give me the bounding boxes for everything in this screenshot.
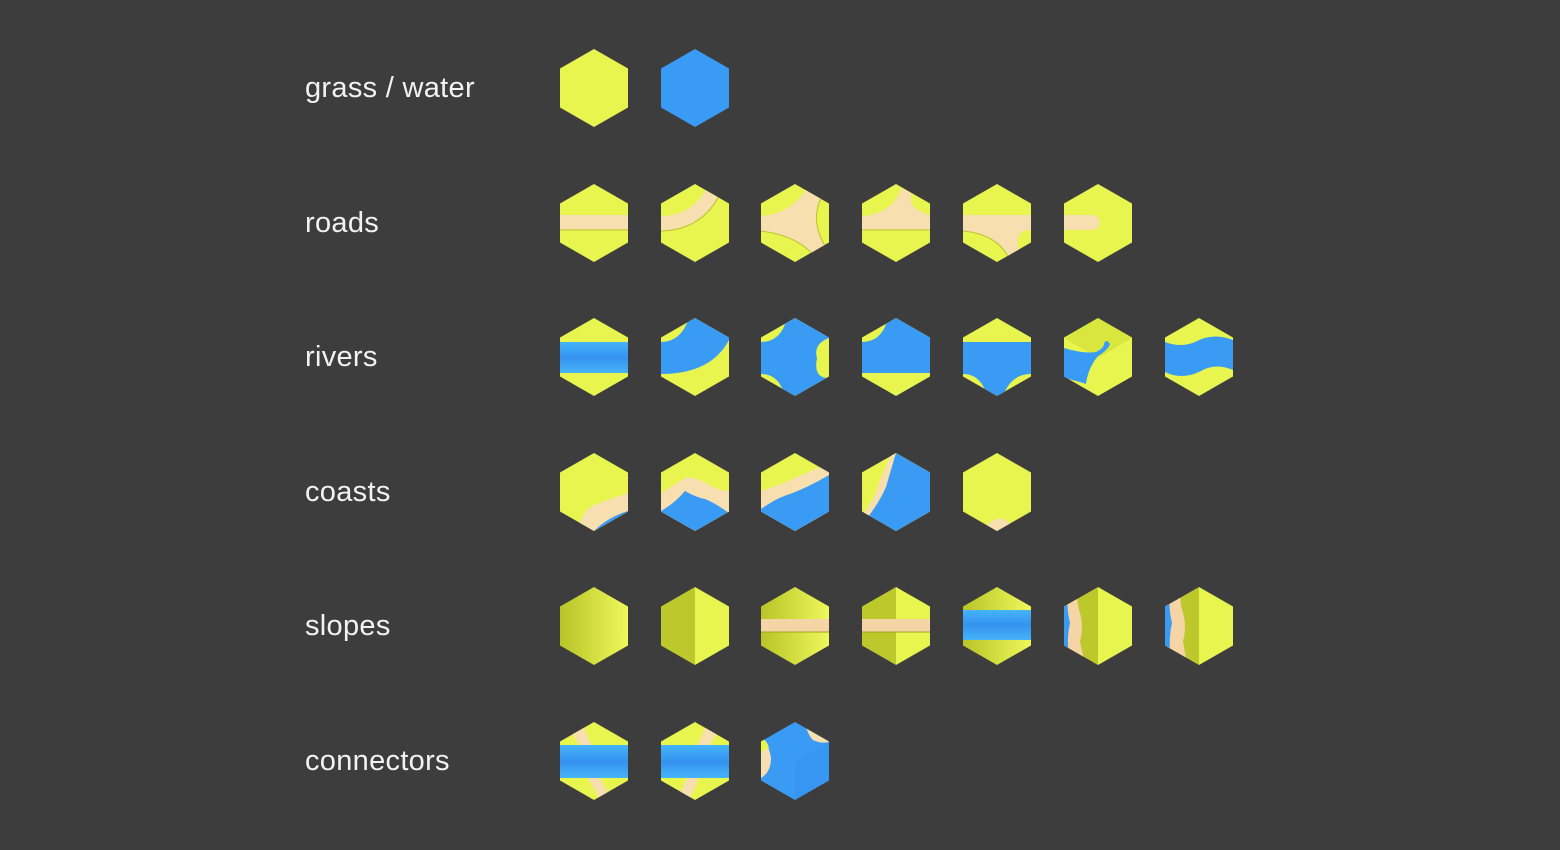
slope-road-tile-icon[interactable] <box>761 587 829 665</box>
slope-coast-b-tile-icon[interactable] <box>1165 587 1233 665</box>
row-label: connectors <box>305 745 450 777</box>
row-label: slopes <box>305 610 391 642</box>
row-label: coasts <box>305 476 391 508</box>
river-end-tile-icon[interactable] <box>1064 318 1132 396</box>
river-junction-a-tile-icon[interactable] <box>862 318 930 396</box>
slope-plain-tile-icon[interactable] <box>560 587 628 665</box>
connector-coast-water-tile-icon[interactable] <box>761 722 829 800</box>
tile-row-connectors: connectors <box>0 722 1560 802</box>
slope-road-split-tile-icon[interactable] <box>862 587 930 665</box>
coast-diagonal-tile-icon[interactable] <box>761 453 829 531</box>
coast-half-tile-icon[interactable] <box>661 453 729 531</box>
row-label: grass / water <box>305 72 475 104</box>
river-three-way-tile-icon[interactable] <box>761 318 829 396</box>
road-straight-tile-icon[interactable] <box>560 184 628 262</box>
river-junction-b-tile-icon[interactable] <box>963 318 1031 396</box>
tile-row-slopes: slopes <box>0 587 1560 667</box>
slope-river-tile-icon[interactable] <box>963 587 1031 665</box>
river-wavy-tile-icon[interactable] <box>1165 318 1233 396</box>
river-curve-tile-icon[interactable] <box>661 318 729 396</box>
row-label: rivers <box>305 341 378 373</box>
tile-row-grass-water: grass / water <box>0 49 1560 129</box>
slope-coast-a-tile-icon[interactable] <box>1064 587 1132 665</box>
coast-corner-tile-icon[interactable] <box>560 453 628 531</box>
connector-river-road-a-tile-icon[interactable] <box>560 722 628 800</box>
slope-split-tile-icon[interactable] <box>661 587 729 665</box>
coast-tip-tile-icon[interactable] <box>963 453 1031 531</box>
grass-tile-icon[interactable] <box>560 49 628 127</box>
road-end-tile-icon[interactable] <box>1064 184 1132 262</box>
tile-row-rivers: rivers <box>0 318 1560 398</box>
river-straight-tile-icon[interactable] <box>560 318 628 396</box>
water-tile-icon[interactable] <box>661 49 729 127</box>
connector-river-road-b-tile-icon[interactable] <box>661 722 729 800</box>
road-junction-b-tile-icon[interactable] <box>963 184 1031 262</box>
road-three-way-tile-icon[interactable] <box>761 184 829 262</box>
road-junction-a-tile-icon[interactable] <box>862 184 930 262</box>
row-label: roads <box>305 207 380 239</box>
road-curve-tile-icon[interactable] <box>661 184 729 262</box>
coast-mostly-water-tile-icon[interactable] <box>862 453 930 531</box>
tile-row-coasts: coasts <box>0 453 1560 533</box>
tile-row-roads: roads <box>0 184 1560 264</box>
